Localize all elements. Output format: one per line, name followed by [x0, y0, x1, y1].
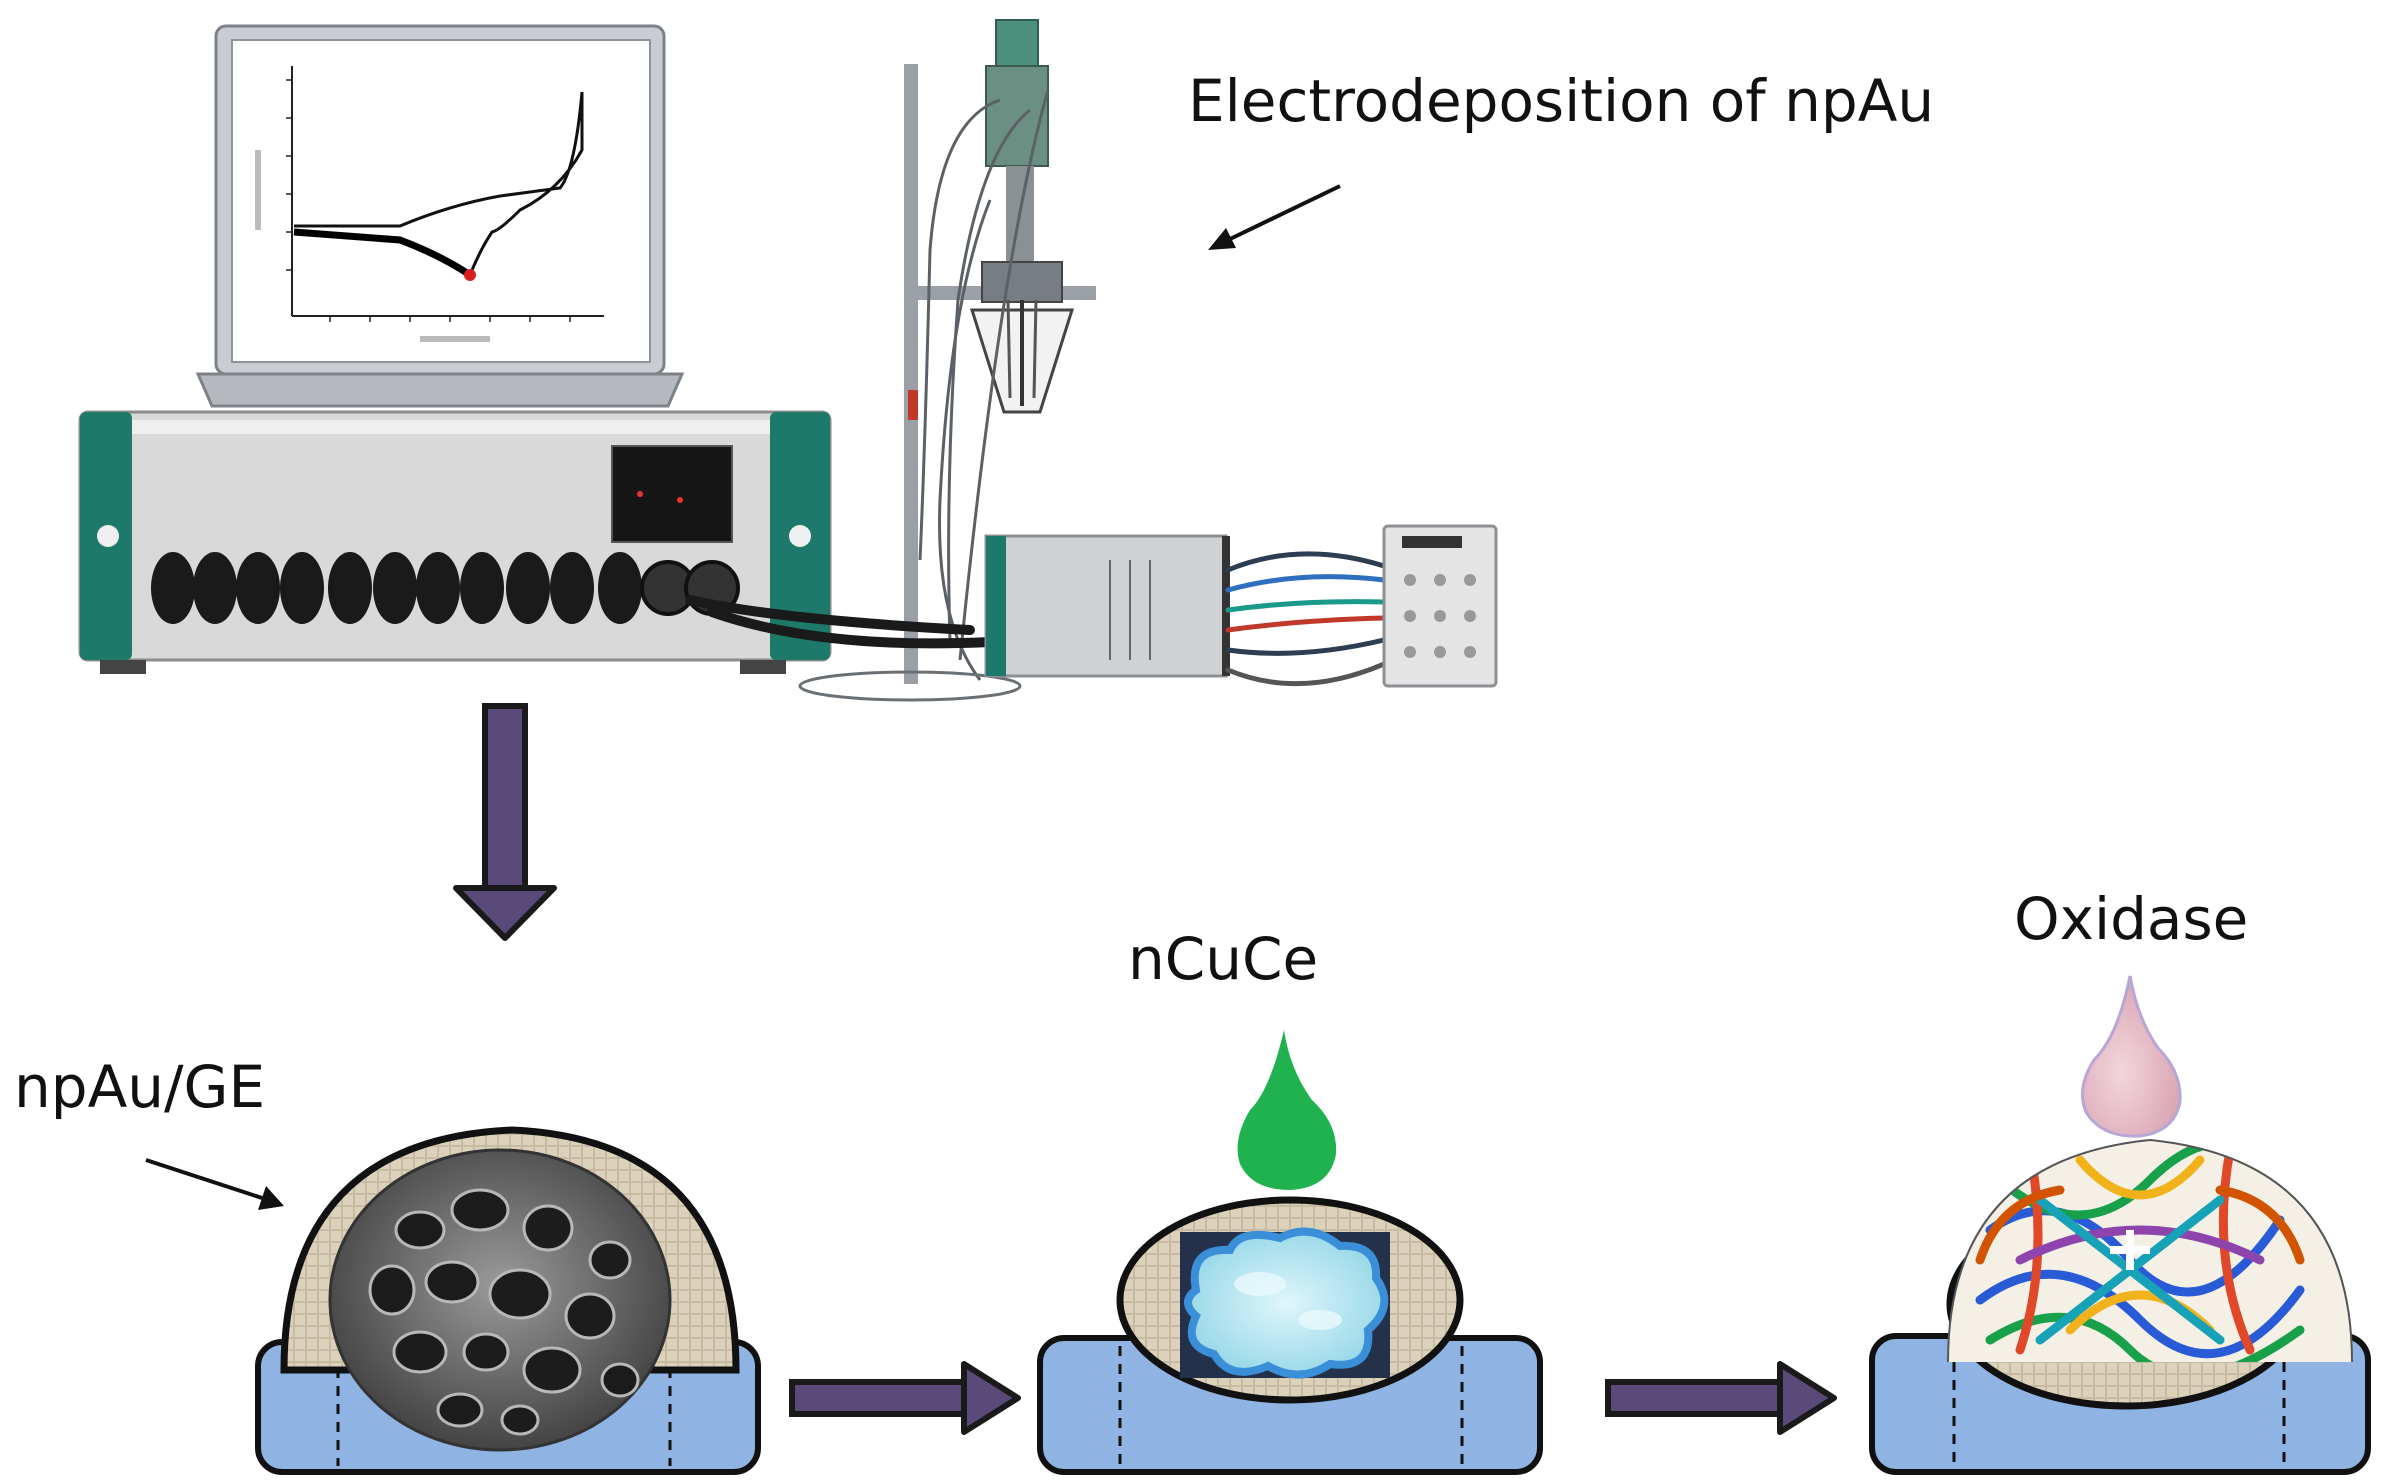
right-arrow-1	[789, 1361, 1021, 1435]
electrode-stand-icon	[798, 19, 1096, 702]
enzyme-structure	[1948, 1140, 2352, 1362]
potentiostat-icon	[78, 410, 832, 674]
droplet-icon	[2080, 975, 2182, 1138]
electrodeposition-label: Electrodeposition of npAu	[1188, 67, 1935, 135]
droplet-icon	[1237, 1030, 1337, 1190]
electrode-npau-ge	[255, 1126, 761, 1475]
porous-texture	[368, 1188, 640, 1436]
interface-box-icon	[984, 534, 1230, 678]
right-arrow-2	[1605, 1361, 1837, 1435]
electrode-ncuce	[1037, 1196, 1543, 1475]
oxidase-label: Oxidase	[2014, 885, 2249, 953]
ncuce-label: nCuCe	[1128, 925, 1319, 993]
pointer-arrow-electrodeposition	[1208, 184, 1341, 250]
laptop-icon	[195, 24, 685, 408]
laptop-screen-plot	[255, 66, 604, 342]
down-arrow	[453, 703, 557, 941]
electrode-oxidase	[1869, 1138, 2371, 1475]
connector-cables	[1225, 551, 1387, 687]
pointer-arrow-npau	[145, 1158, 284, 1210]
connector-box-icon	[1382, 524, 1498, 688]
npau-ge-label: npAu/GE	[14, 1053, 266, 1121]
cables	[685, 595, 995, 649]
